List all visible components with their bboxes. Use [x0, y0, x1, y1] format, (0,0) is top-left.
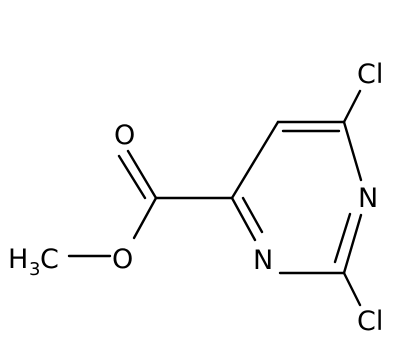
bond-c5-c4 — [230, 120, 280, 200]
bond-c2-cl — [342, 271, 362, 307]
atom-o-carbonyl: O — [114, 120, 135, 151]
atom-labels: Cl N N Cl O O H 3 C — [8, 59, 383, 337]
bond-c6-cl — [342, 89, 362, 124]
bond-c2-n1-double — [333, 212, 352, 264]
bond-c4-n3-double — [241, 196, 264, 234]
bond-c-o-ester — [132, 196, 158, 240]
bond-c4-n3 — [230, 196, 257, 242]
bond-c-o-carbonyl — [126, 149, 158, 200]
atom-n-ring-upper: N — [358, 183, 378, 214]
atom-methyl-c: C — [40, 244, 59, 275]
atom-cl-bottom: Cl — [357, 306, 383, 337]
atom-methyl-subscript: 3 — [29, 259, 40, 280]
bonds — [67, 89, 363, 307]
bond-c2-n1 — [342, 213, 363, 275]
atom-o-ester: O — [112, 244, 133, 275]
atom-methyl-h: H — [8, 244, 28, 275]
atom-cl-top: Cl — [357, 59, 383, 90]
atom-n-ring-lower: N — [253, 245, 273, 276]
bond-c-o-carbonyl-double — [117, 154, 147, 200]
bond-c6-n1 — [342, 120, 363, 182]
